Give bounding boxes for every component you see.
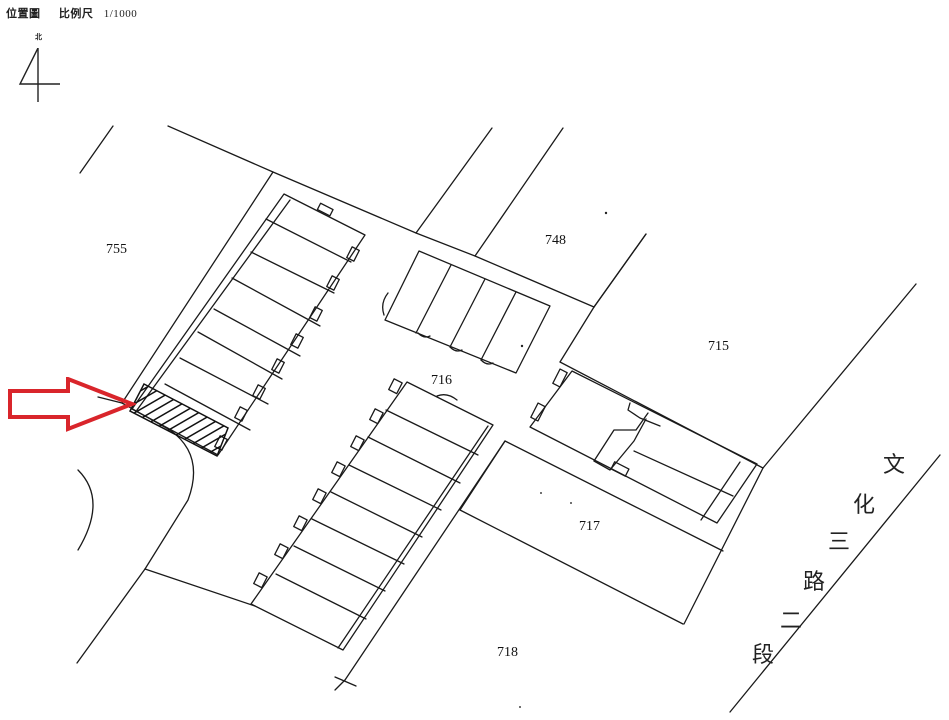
location-arrow-icon bbox=[8, 377, 136, 432]
north-arrow-icon bbox=[18, 48, 60, 102]
scale-label: 比例尺 bbox=[58, 7, 94, 20]
road-char-3: 三 bbox=[828, 530, 851, 555]
map-header: 位置圖 比例尺 1/1000 bbox=[6, 5, 137, 21]
parcel-label-715: 715 bbox=[708, 339, 729, 354]
map-title: 位置圖 bbox=[6, 7, 41, 20]
road-char-6: 段 bbox=[752, 643, 775, 668]
parcel-label-755: 755 bbox=[106, 242, 127, 257]
road-char-2: 化 bbox=[853, 493, 876, 518]
parcel-label-717: 717 bbox=[579, 519, 600, 534]
road-char-4: 路 bbox=[803, 570, 826, 595]
parcel-label-718: 718 bbox=[497, 645, 518, 660]
parcel-label-716: 716 bbox=[431, 373, 452, 388]
road-char-1: 文 bbox=[883, 453, 906, 478]
north-label: 北 bbox=[35, 33, 42, 41]
scale-value: 1/1000 bbox=[103, 8, 138, 20]
parcel-label-748: 748 bbox=[545, 233, 566, 248]
road-char-5: 二 bbox=[780, 609, 803, 634]
